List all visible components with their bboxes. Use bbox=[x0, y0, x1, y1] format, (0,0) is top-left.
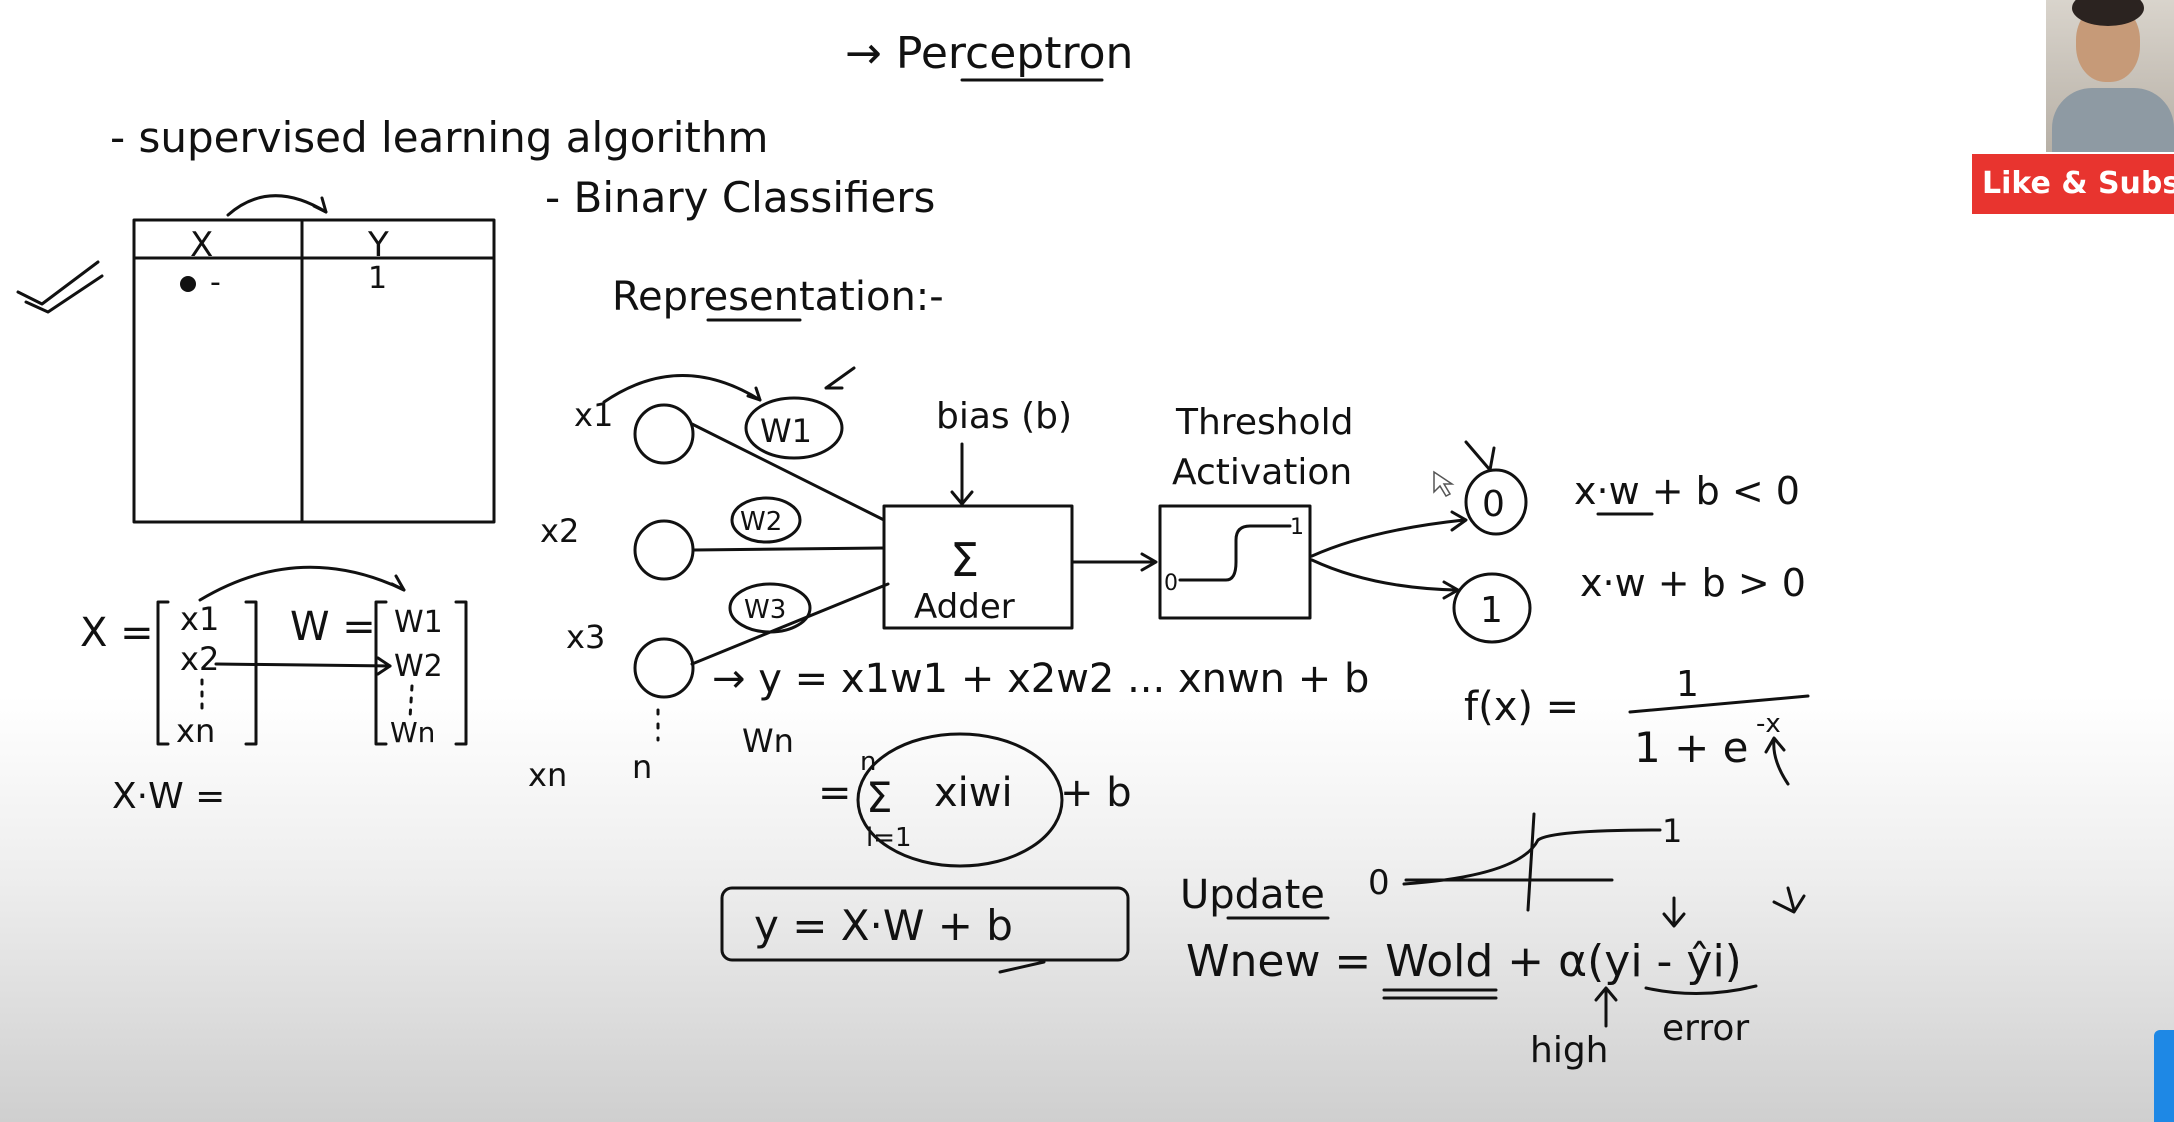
x-item-2: x2 bbox=[180, 640, 219, 678]
high-label: high bbox=[1530, 1030, 1609, 1071]
sum-equals: = bbox=[818, 770, 852, 816]
adder-sigma: Σ bbox=[950, 533, 979, 587]
sum-sigma: Σ bbox=[866, 773, 893, 822]
x-item-n: xn bbox=[176, 712, 215, 750]
sum-lower-limit: i=1 bbox=[866, 823, 912, 853]
sigmoid-exponent: -x bbox=[1756, 709, 1781, 739]
table-header-y: Y bbox=[367, 225, 389, 265]
presenter-webcam bbox=[2046, 0, 2174, 152]
weight-wn: Wn bbox=[742, 722, 794, 760]
input-x2: x2 bbox=[540, 512, 579, 550]
condition-one: x·w + b > 0 bbox=[1580, 561, 1806, 605]
boxed-equation-frame bbox=[720, 886, 1130, 962]
boxed-equation: y = X·W + b bbox=[754, 901, 1013, 950]
sum-body: xiwi bbox=[934, 770, 1013, 816]
checkmark-icon bbox=[16, 260, 104, 314]
adder-label: Adder bbox=[914, 587, 1015, 627]
w-item-1: W1 bbox=[394, 605, 443, 640]
corner-overlay-tab[interactable] bbox=[2154, 1030, 2174, 1122]
table-cell-x: - bbox=[210, 265, 221, 300]
error-label: error bbox=[1662, 1008, 1749, 1049]
input-x1: x1 bbox=[574, 396, 613, 434]
input-n: n bbox=[632, 748, 652, 786]
note-binary: - Binary Classifiers bbox=[545, 173, 935, 222]
perceptron-diagram: x1 x2 x3 xn n W1 W2 W3 Wn bias (b) Σ Add… bbox=[528, 366, 1806, 794]
curve-high-label: 1 bbox=[1662, 812, 1682, 850]
threshold-label-1: Threshold bbox=[1175, 402, 1353, 443]
threshold-label-2: Activation bbox=[1172, 452, 1352, 493]
output-zero: 0 bbox=[1482, 484, 1505, 525]
subscribe-banner[interactable]: Like & Subsc bbox=[1972, 154, 2174, 214]
data-table: X Y - 1 bbox=[132, 194, 496, 524]
sigmoid-lhs: f(x) = bbox=[1464, 684, 1579, 730]
note-representation: Representation:- bbox=[612, 274, 944, 320]
equations: → y = x1w1 + x2w2 ... xnwn + b = n Σ i=1… bbox=[712, 656, 1810, 1071]
weight-update-equation: Wnew = Wold + α(yi - ŷi) bbox=[1186, 936, 1742, 987]
sigmoid-numerator: 1 bbox=[1676, 664, 1699, 705]
table-header-x: X bbox=[190, 225, 213, 265]
condition-zero: x·w + b < 0 bbox=[1574, 469, 1800, 513]
sigmoid-denominator: 1 + e bbox=[1634, 723, 1748, 772]
table-cell-y: 1 bbox=[368, 261, 387, 296]
sum-tail: + b bbox=[1060, 770, 1132, 816]
weight-w2: W2 bbox=[740, 507, 782, 537]
vectors: X = x1 x2 xn W = W1 W2 Wn X·W = bbox=[80, 565, 468, 817]
input-x3: x3 bbox=[566, 618, 605, 656]
output-one: 1 bbox=[1480, 590, 1503, 631]
adder-box bbox=[882, 504, 1074, 630]
cursor-icon bbox=[1433, 470, 1455, 497]
dot-product: X·W = bbox=[112, 776, 225, 817]
presenter-shirt bbox=[2052, 88, 2174, 152]
weight-w3: W3 bbox=[744, 595, 786, 625]
page-title: → Perceptron bbox=[845, 28, 1133, 79]
activation-box bbox=[1158, 504, 1312, 620]
sum-equation: → y = x1w1 + x2w2 ... xnwn + b bbox=[712, 656, 1369, 702]
x-item-1: x1 bbox=[180, 600, 219, 638]
weight-w1: W1 bbox=[760, 412, 812, 450]
step-low-label: 0 bbox=[1164, 571, 1178, 596]
w-item-n: Wn bbox=[390, 716, 435, 749]
w-item-2: W2 bbox=[394, 649, 443, 684]
update-label: Update bbox=[1180, 872, 1325, 918]
note-supervised: - supervised learning algorithm bbox=[110, 113, 768, 162]
input-xn: xn bbox=[528, 756, 567, 794]
bias-label: bias (b) bbox=[936, 396, 1072, 437]
sum-upper-limit: n bbox=[860, 747, 876, 777]
x-vector-label: X = bbox=[80, 610, 154, 656]
w-vector-label: W = bbox=[290, 604, 376, 650]
curve-low-label: 0 bbox=[1368, 863, 1390, 903]
step-high-label: 1 bbox=[1290, 515, 1304, 540]
